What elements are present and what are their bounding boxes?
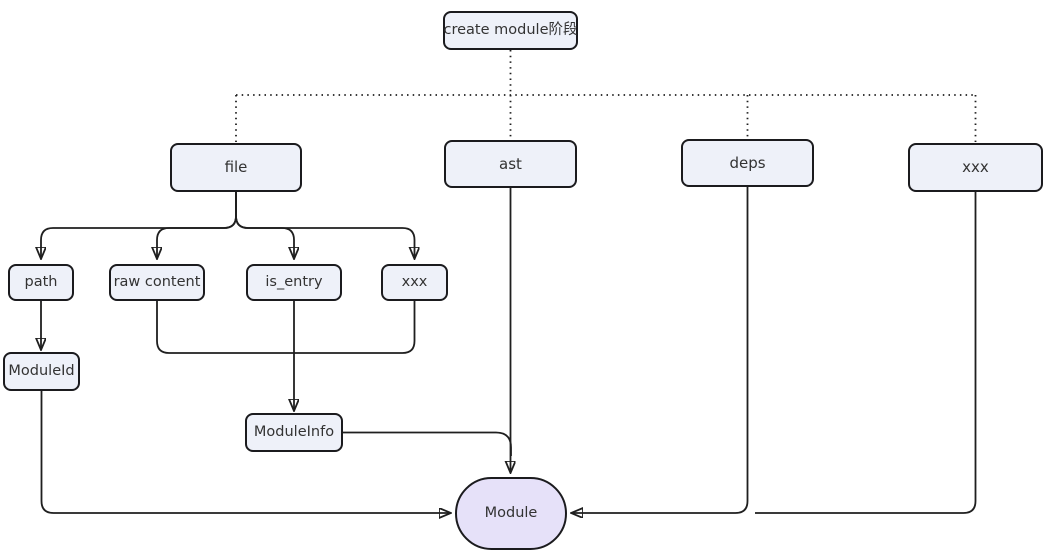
node-raw-content: raw content <box>109 264 205 301</box>
edge-deps-to-module <box>572 187 749 513</box>
node-deps: deps <box>681 139 814 187</box>
node-moduleinfo: ModuleInfo <box>245 413 343 452</box>
node-xxx-top: xxx <box>908 143 1043 192</box>
edge-xxx-child-to-merge <box>294 301 416 354</box>
edge-moduleid-to-module <box>40 391 451 513</box>
node-path: path <box>8 264 74 301</box>
edge-file-to-raw-content <box>157 192 237 258</box>
node-is-entry: is_entry <box>246 264 342 301</box>
edge-moduleinfo-to-join <box>343 431 512 456</box>
edge-file-to-path <box>41 192 237 258</box>
node-moduleid: ModuleId <box>3 352 80 391</box>
node-xxx-child: xxx <box>381 264 448 301</box>
edge-file-to-is-entry <box>235 192 294 258</box>
node-module: Module <box>455 477 567 550</box>
node-create-module-stage: create module阶段 <box>443 11 578 50</box>
edge-raw-content-to-merge <box>156 301 294 354</box>
edge-file-to-xxx-child <box>235 192 415 258</box>
edge-xxx-top-to-merge <box>755 192 977 514</box>
node-file: file <box>170 143 302 192</box>
node-ast: ast <box>444 140 577 188</box>
